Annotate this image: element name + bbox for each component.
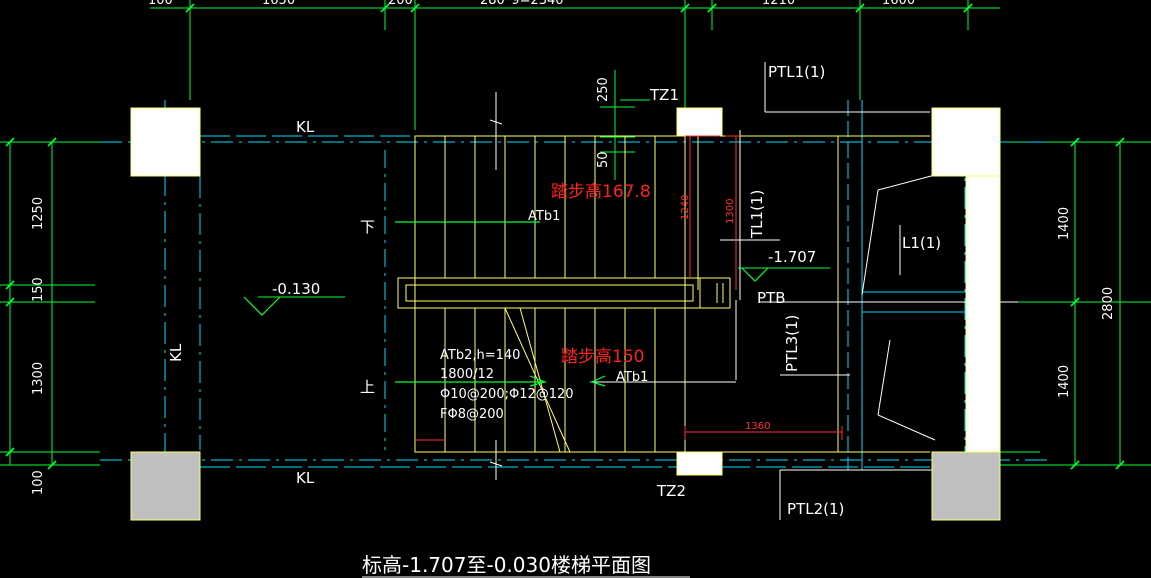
atb2-spec-4: FΦ8@200	[440, 407, 504, 422]
label-atb1-upper: ATb1	[528, 209, 560, 224]
dim-top-5: 1210	[762, 0, 795, 8]
dim-top-4: 280*9=2340	[480, 0, 564, 8]
atb2-spec-3: Φ10@200;Φ12@120	[440, 387, 574, 402]
label-tz2: TZ2	[656, 482, 686, 500]
walls-and-columns	[130, 107, 1001, 521]
dim-left-3: 1300	[31, 362, 46, 395]
dim-left-2: 150	[31, 277, 46, 302]
label-tz1: TZ1	[649, 86, 679, 104]
dim-left-1: 1250	[31, 197, 46, 230]
stair-outline	[397, 135, 930, 453]
dim-top-3: 200	[388, 0, 413, 8]
dimension-lines	[0, 0, 1151, 466]
label-tl1: TL1(1)	[748, 190, 766, 239]
label-kl-bottom: KL	[296, 469, 315, 487]
dim-right-3: 2800	[1101, 287, 1116, 320]
axis-lines	[100, 100, 1050, 520]
dim-top-2: 1650	[262, 0, 295, 8]
step-note-lower: 踏步高150	[561, 347, 644, 367]
leader-lines	[489, 62, 1018, 520]
direction-down: 下	[360, 218, 375, 236]
red-dimension-lines	[415, 135, 843, 441]
level-left: -0.130	[272, 280, 320, 298]
level-symbols	[243, 267, 769, 316]
label-l1: L1(1)	[902, 234, 941, 252]
dim-inner-50: 50	[596, 151, 611, 168]
dimension-ticks	[5, 3, 1125, 470]
direction-up: 上	[360, 378, 375, 396]
atb2-spec-2: 1800/12	[440, 367, 494, 382]
dim-top-1: 100	[148, 0, 173, 8]
step-note-upper: 踏步高167.8	[551, 182, 651, 202]
drawing-title: 标高-1.707至-0.030楼梯平面图	[362, 553, 651, 577]
label-kl-left: KL	[167, 343, 185, 362]
label-ptl3: PTL3(1)	[783, 315, 801, 372]
dim-top-6: 1600	[882, 0, 915, 8]
dim-right-2: 1400	[1057, 365, 1072, 398]
level-landing: -1.707	[768, 248, 816, 266]
label-ptb: PTB	[757, 289, 786, 307]
label-ptl2: PTL2(1)	[787, 500, 844, 518]
stair-treads	[444, 136, 656, 452]
label-kl-top: KL	[296, 118, 315, 136]
dim-inner-1300: 1300	[725, 199, 736, 224]
atb2-spec-1: ATb2,h=140	[440, 348, 520, 363]
dim-left-4: 100	[31, 470, 46, 495]
direction-arrows	[395, 221, 606, 387]
label-ptl1: PTL1(1)	[768, 63, 825, 81]
dim-inner-250: 250	[596, 77, 611, 102]
level-marker-left	[243, 296, 281, 316]
dim-inner-1360: 1360	[745, 421, 770, 432]
dim-right-1: 1400	[1057, 207, 1072, 240]
level-marker-landing	[741, 267, 769, 282]
label-atb1-lower: ATb1	[616, 370, 648, 385]
dim-inner-1240: 1240	[680, 195, 691, 220]
